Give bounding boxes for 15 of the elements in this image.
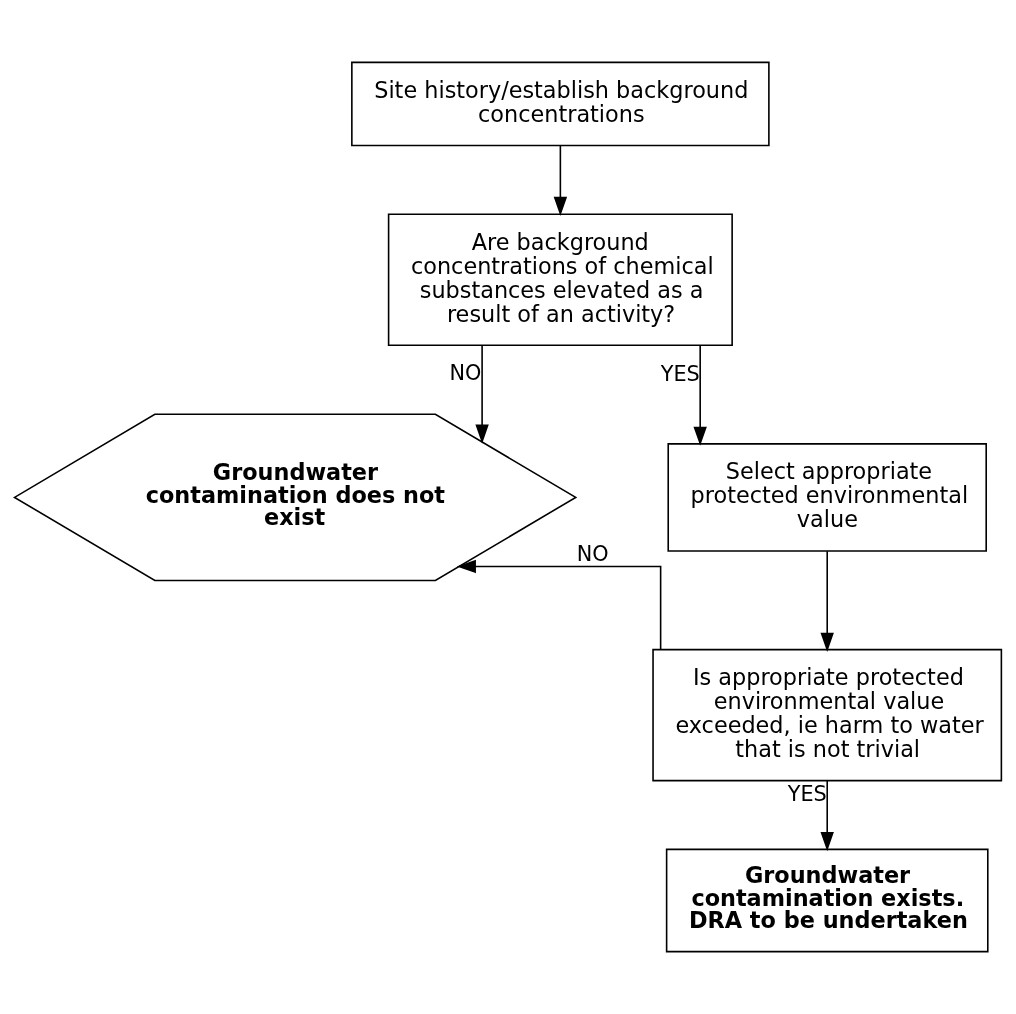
arrow bbox=[553, 144, 568, 217]
arrow bbox=[456, 559, 662, 651]
node-box: Site history/establish background concentrations bbox=[351, 61, 770, 147]
node-box: Groundwater contamination exists. DRA to be undertaken bbox=[665, 848, 989, 953]
edge-label: NO bbox=[576, 541, 609, 566]
edge-label: YES bbox=[660, 361, 700, 386]
arrow bbox=[693, 344, 707, 446]
edge-label: NO bbox=[449, 360, 482, 385]
node-box: Is appropriate protected environmental value exceeded, ie harm to water that is not trivial bbox=[652, 648, 1003, 782]
arrow bbox=[820, 780, 834, 852]
edge-label: YES bbox=[787, 782, 827, 807]
node-box: Select appropriate protected environmental value bbox=[667, 443, 987, 552]
arrow bbox=[475, 344, 489, 444]
node-box: Are background concentrations of chemical substances elevated as a result of an activity? bbox=[387, 213, 733, 346]
arrow bbox=[820, 550, 834, 652]
